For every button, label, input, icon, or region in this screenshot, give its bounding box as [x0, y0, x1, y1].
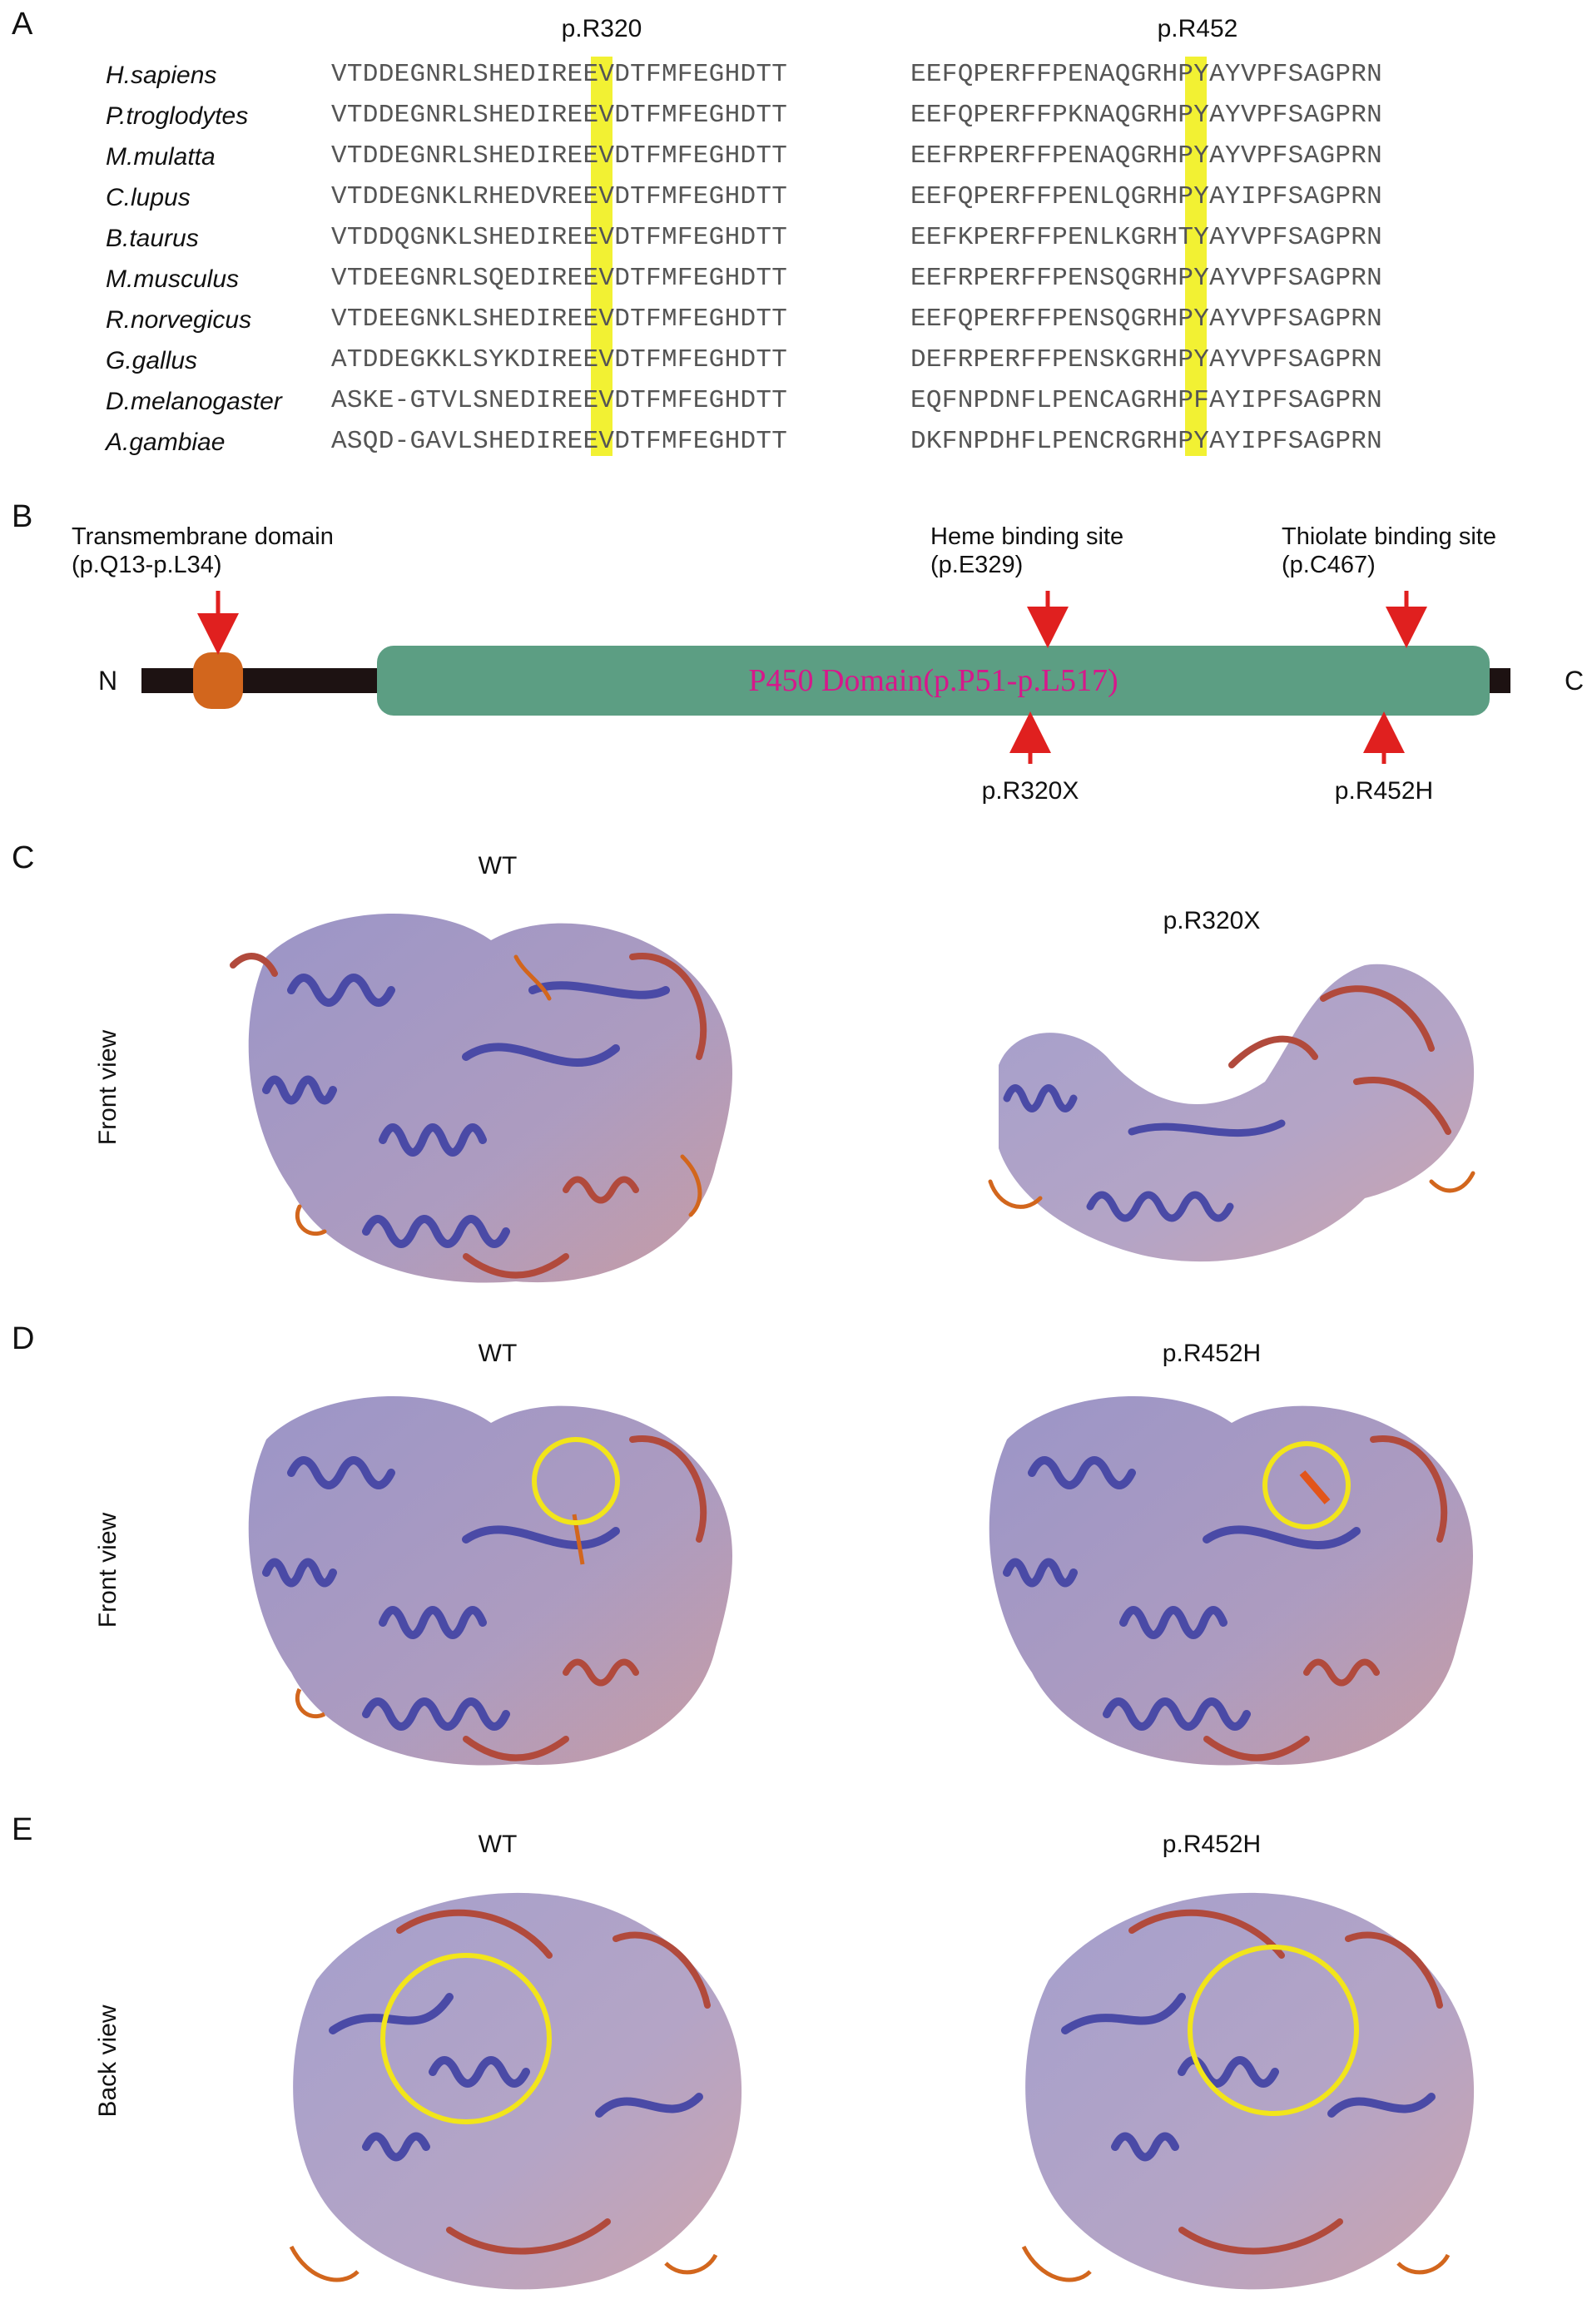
species-label: G.gallus [106, 347, 198, 374]
panel-d-letter: D [12, 1321, 35, 1356]
species-label: A.gambiae [106, 429, 226, 456]
wt-back-structure-e [289, 1892, 742, 2290]
sequence-segment-1: ATDDEGKKLSYKDIREEVDTFMFEGHDTT [331, 345, 788, 374]
panel-a-letter: A [12, 7, 33, 42]
panel-e-right-title: p.R452H [1162, 1831, 1262, 1858]
r452h-front-structure-d [989, 1395, 1473, 1766]
species-label: P.troglodytes [106, 102, 249, 130]
sequence-segment-1: ASKE-GTVLSNEDIREEVDTFMFEGHDTT [331, 386, 788, 415]
highlight-circle-mut-d [1262, 1441, 1351, 1529]
sequence-segment-2: EEFRPERFFPENSQGRHPYAYVPFSAGPRN [910, 264, 1383, 293]
sequence-segment-2: EEFQPERFFPENLQGRHPYAYIPFSAGPRN [910, 182, 1383, 211]
p450-domain-shape [377, 646, 1490, 716]
species-label: D.melanogaster [106, 388, 282, 415]
r320x-label: p.R320X [981, 777, 1079, 805]
panel-c-letter: C [12, 840, 35, 875]
sequence-segment-1: VTDEEGNRLSQEDIREEVDTFMFEGHDTT [331, 264, 788, 293]
panel-e-view-label: Back view [94, 2004, 122, 2118]
sequence-segment-1: VTDDQGNKLSHEDIREEVDTFMFEGHDTT [331, 223, 788, 252]
sequence-segment-1: VTDDEGNRLSHEDIREEVDTFMFEGHDTT [331, 141, 788, 171]
heme-site-label: Heme binding site (p.E329) [930, 523, 1124, 578]
mutation-header-r452: p.R452 [1157, 15, 1238, 42]
sequence-segment-2: DKFNPDHFLPENCRGRHPYAYIPFSAGPRN [910, 427, 1383, 456]
highlight-column-r452 [1185, 57, 1207, 456]
sequence-segment-1: VTDDEGNRLSHEDIREEVDTFMFEGHDTT [331, 60, 788, 89]
sequence-segment-2: EEFQPERFFPENSQGRHPYAYVPFSAGPRN [910, 305, 1383, 334]
n-terminus-label: N [98, 666, 118, 696]
sequence-segment-2: DEFRPERFFPENSKGRHPYAYVPFSAGPRN [910, 345, 1383, 374]
sequence-segment-2: EEFQPERFFPENAQGRHPYAYVPFSAGPRN [910, 60, 1383, 89]
species-label: H.sapiens [106, 62, 217, 89]
domain-diagram [141, 591, 1510, 764]
highlight-column-r320 [591, 57, 612, 456]
sequence-segment-2: EEFRPERFFPENAQGRHPYAYVPFSAGPRN [910, 141, 1383, 171]
sequence-segment-2: EQFNPDNFLPENCAGRHPFAYIPFSAGPRN [910, 386, 1383, 415]
species-label: M.musculus [106, 265, 240, 293]
highlight-circle-wt-d [532, 1437, 620, 1525]
r320x-front-structure [988, 964, 1475, 1262]
species-label: R.norvegicus [106, 306, 252, 334]
tm-domain-label: Transmembrane domain (p.Q13-p.L34) [72, 523, 334, 578]
panel-c-view-label: Front view [94, 1029, 122, 1146]
wt-front-structure-c [230, 913, 733, 1283]
wt-front-structure-d [248, 1395, 733, 1766]
species-label: M.mulatta [106, 143, 216, 171]
highlight-circle-mut-e [1188, 1945, 1359, 2116]
panel-c-right-title: p.R320X [1163, 907, 1261, 934]
p450-domain-label: P450 Domain(p.P51-p.L517) [748, 663, 1118, 698]
r452h-label: p.R452H [1334, 777, 1434, 805]
sequence-segment-1: ASQD-GAVLSHEDIREEVDTFMFEGHDTT [331, 427, 788, 456]
panel-b-letter: B [12, 499, 33, 534]
thiolate-site-label: Thiolate binding site (p.C467) [1282, 523, 1496, 578]
sequence-segment-1: VTDEEGNKLSHEDIREEVDTFMFEGHDTT [331, 305, 788, 334]
sequence-segment-1: VTDDEGNKLRHEDVREEVDTFMFEGHDTT [331, 182, 788, 211]
mutation-header-r320: p.R320 [561, 15, 642, 42]
highlight-circle-wt-e [380, 1953, 552, 2124]
panel-d-left-title: WT [478, 1340, 518, 1367]
sequence-segment-1: VTDDEGNRLSHEDIREEVDTFMFEGHDTT [331, 101, 788, 130]
panel-e-letter: E [12, 1812, 33, 1847]
sequence-segment-2: EEFQPERFFPKNAQGRHPYAYVPFSAGPRN [910, 101, 1383, 130]
species-label: B.taurus [106, 225, 199, 252]
panel-c-left-title: WT [478, 852, 518, 880]
species-label: C.lupus [106, 184, 191, 211]
c-terminus-label: C [1565, 666, 1585, 696]
panel-e-left-title: WT [478, 1831, 518, 1858]
tm-domain-shape [193, 652, 243, 709]
sequence-segment-2: EEFKPERFFPENLKGRHTYAYVPFSAGPRN [910, 223, 1383, 252]
panel-d-view-label: Front view [94, 1512, 122, 1628]
r452h-back-structure-e [1021, 1892, 1475, 2290]
panel-d-right-title: p.R452H [1162, 1340, 1262, 1367]
